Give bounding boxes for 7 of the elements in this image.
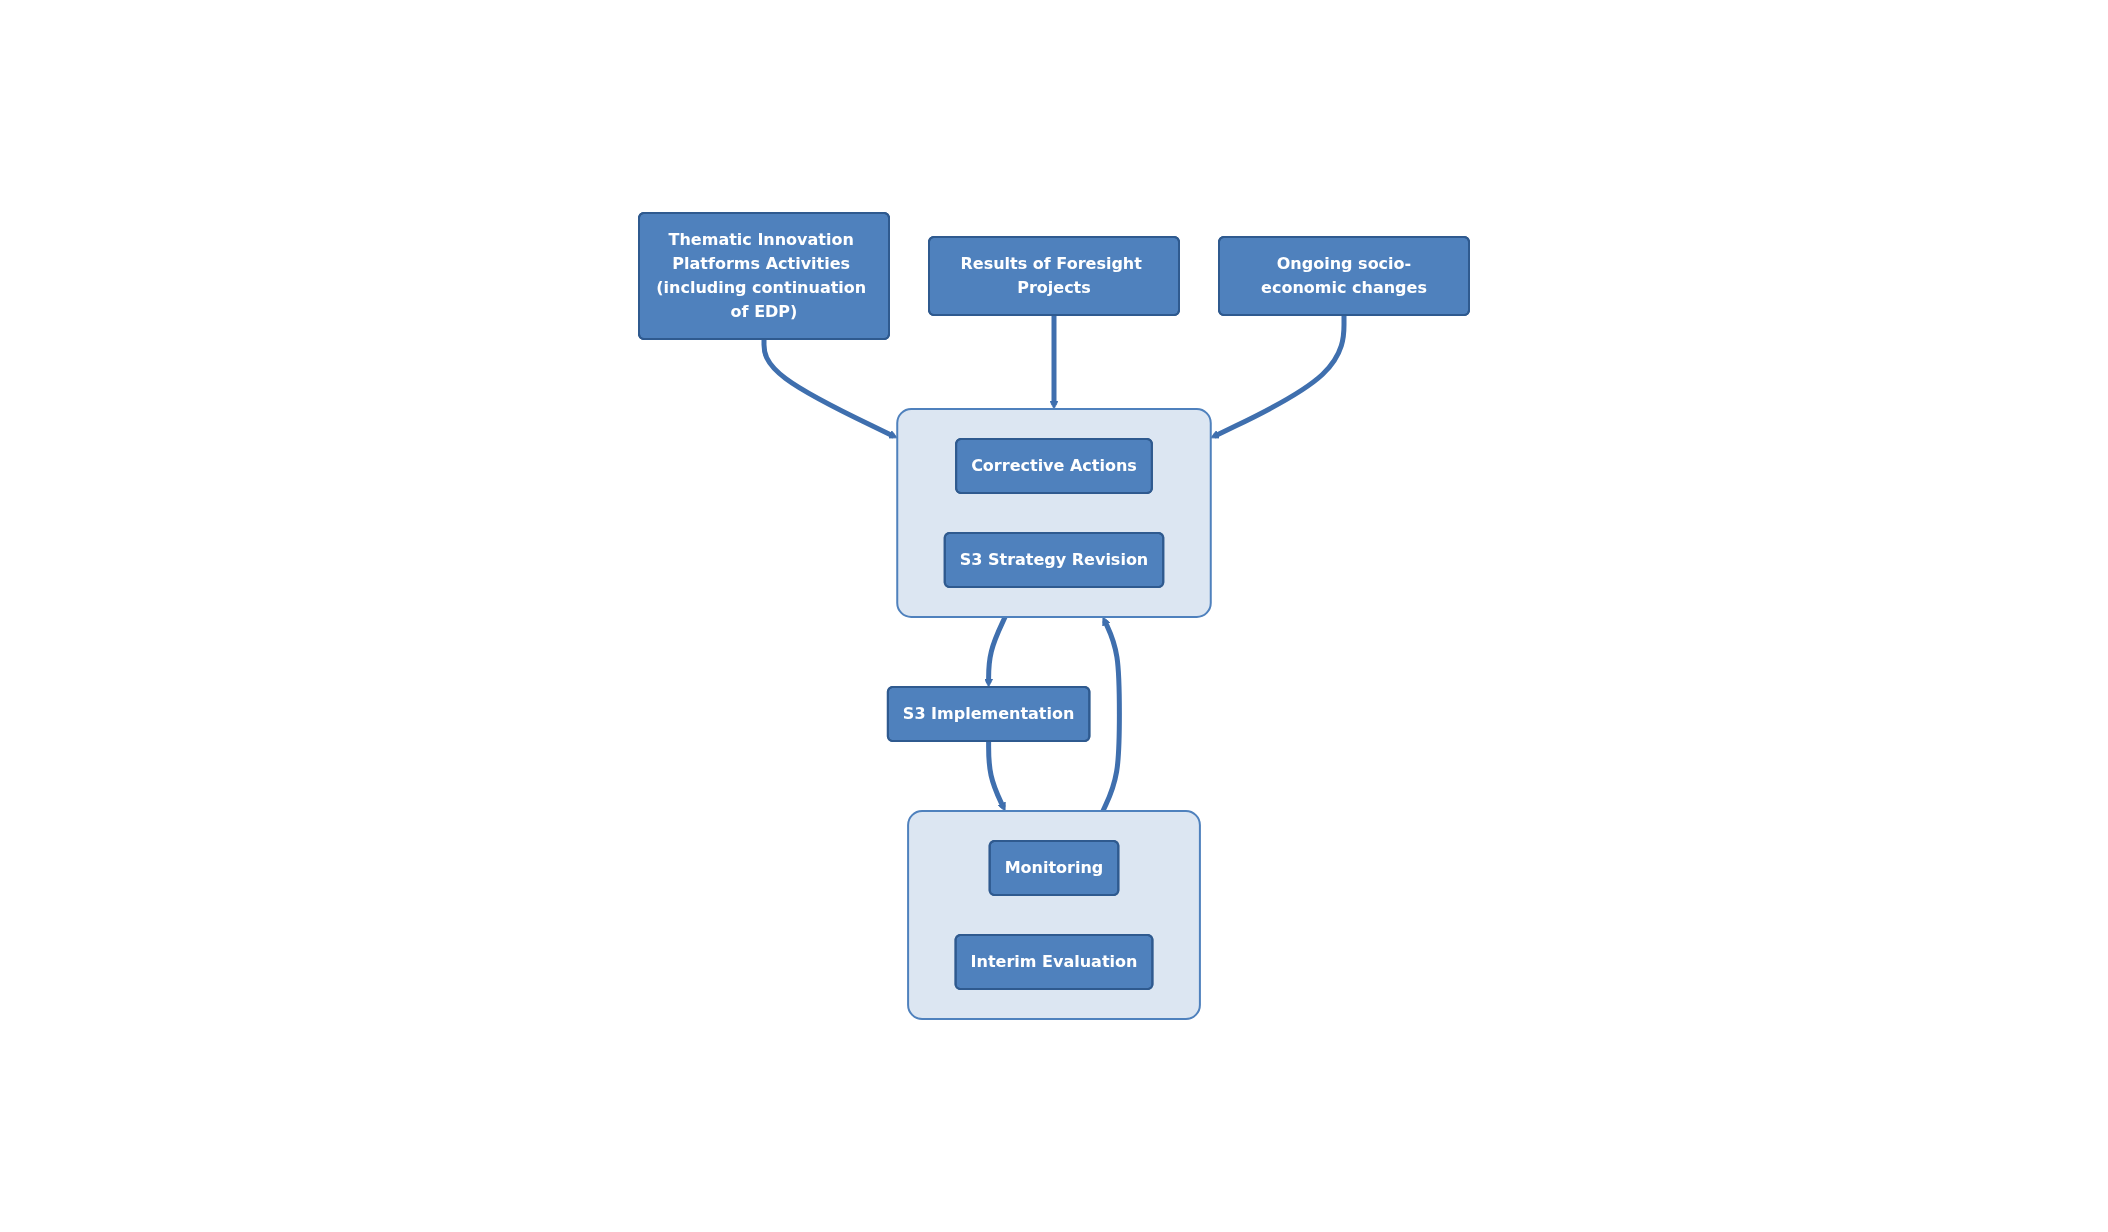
cluster	[896, 408, 1212, 618]
cluster	[907, 810, 1201, 1020]
arrow	[1100, 616, 1122, 813]
arrow	[1210, 315, 1347, 439]
arrow	[1049, 315, 1059, 410]
arrow	[761, 339, 898, 439]
arrow	[986, 741, 1006, 812]
